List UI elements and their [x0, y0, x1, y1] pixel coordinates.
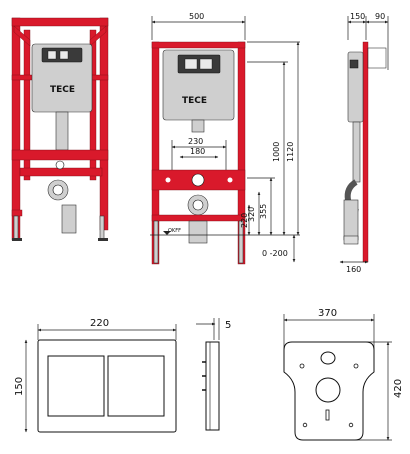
isometric-frame-view: TECE [11, 17, 109, 241]
iso-logo-text: TECE [50, 85, 75, 95]
front-logo-text: TECE [182, 96, 207, 106]
front-rail-hole-1 [165, 177, 171, 183]
front-rail-hole-2 [227, 177, 233, 183]
iso-flush-button-left [47, 50, 57, 60]
iso-lower-rail [11, 149, 109, 161]
dim-label-adjust: 0 -200 [262, 249, 288, 258]
pad-upper-hole [320, 351, 336, 365]
iso-foot-left-bar [11, 209, 23, 217]
dim-label-160: 160 [346, 265, 361, 274]
iso-down-pipe [55, 111, 69, 151]
front-foot-right [238, 220, 244, 264]
front-top-bar [151, 41, 246, 49]
flush-plate-drawing: 220 150 5 [14, 318, 231, 433]
side-bracket [367, 47, 387, 69]
floor-marker [163, 231, 171, 235]
front-flush-unit [177, 54, 221, 74]
front-down-pipe [191, 119, 205, 133]
dim-label-1120: 1120 [286, 142, 295, 162]
pad-slot [325, 409, 330, 421]
pad-drain-hole [315, 377, 341, 403]
flush-button-right [107, 355, 165, 417]
front-view: 500 TECE 230 180 OKFF [150, 12, 300, 265]
iso-flush-button-right [59, 50, 69, 60]
floor-label: OKFF [168, 228, 181, 234]
side-drain-cap [343, 235, 359, 245]
dim-label-220: 220 [240, 213, 249, 228]
sound-insulation-pad: 370 420 [283, 308, 404, 441]
vertical-dimensions: 1120 1000 355 320 220 0 -200 [240, 41, 300, 263]
iso-right-post [99, 17, 109, 231]
iso-foot-left [13, 215, 19, 241]
pad-foot-hole-right [348, 422, 354, 428]
iso-drain-opening [52, 184, 64, 196]
pad-foot-hole-left [302, 422, 308, 428]
front-drain-opening [192, 199, 204, 211]
dim-label-90: 90 [375, 12, 385, 21]
pad-outline [283, 341, 375, 441]
dim-label-150: 150 [350, 12, 365, 21]
side-view: 150 90 160 [339, 12, 389, 274]
dim-label-plate-thickness: 5 [225, 320, 231, 331]
side-valve [349, 59, 359, 69]
iso-foot-right-plate [98, 238, 108, 241]
flush-button-left [47, 355, 105, 417]
iso-lower-rail-2 [19, 167, 103, 177]
side-frame-post [362, 41, 369, 263]
front-bottom-bar [151, 214, 246, 222]
dim-label-pad-width: 370 [318, 308, 337, 319]
dim-label-320: 320 [247, 207, 256, 222]
dim-label-1000: 1000 [272, 142, 281, 162]
dim-label-plate-height: 150 [14, 377, 25, 396]
dim-label-pad-height: 420 [393, 379, 404, 398]
front-flush-button-right [199, 58, 213, 70]
iso-inlet-circle [55, 160, 65, 170]
iso-drain-pipe [61, 204, 77, 234]
front-inlet [191, 173, 205, 187]
iso-top-bar [11, 17, 109, 27]
pad-bolt-hole-left [299, 363, 305, 369]
front-flush-button-left [184, 58, 198, 70]
plate-side-profile [205, 341, 220, 431]
pad-bolt-hole-right [353, 363, 359, 369]
dim-label-180: 180 [190, 147, 205, 156]
iso-brace-left [13, 25, 31, 47]
front-drain-pipe [188, 220, 208, 244]
side-down-pipe [352, 121, 361, 183]
flush-plate-outline [37, 339, 177, 433]
iso-foot-left-plate [12, 238, 22, 241]
dim-label-plate-width: 220 [90, 318, 109, 329]
iso-left-inner-post [23, 29, 31, 181]
dim-label-500: 500 [189, 12, 204, 21]
iso-left-post [11, 17, 21, 241]
side-drain-pipe [343, 199, 359, 241]
dim-label-355: 355 [259, 204, 268, 219]
iso-foot-right [99, 215, 105, 241]
dim-label-230: 230 [188, 137, 203, 146]
front-foot-left [153, 220, 159, 264]
